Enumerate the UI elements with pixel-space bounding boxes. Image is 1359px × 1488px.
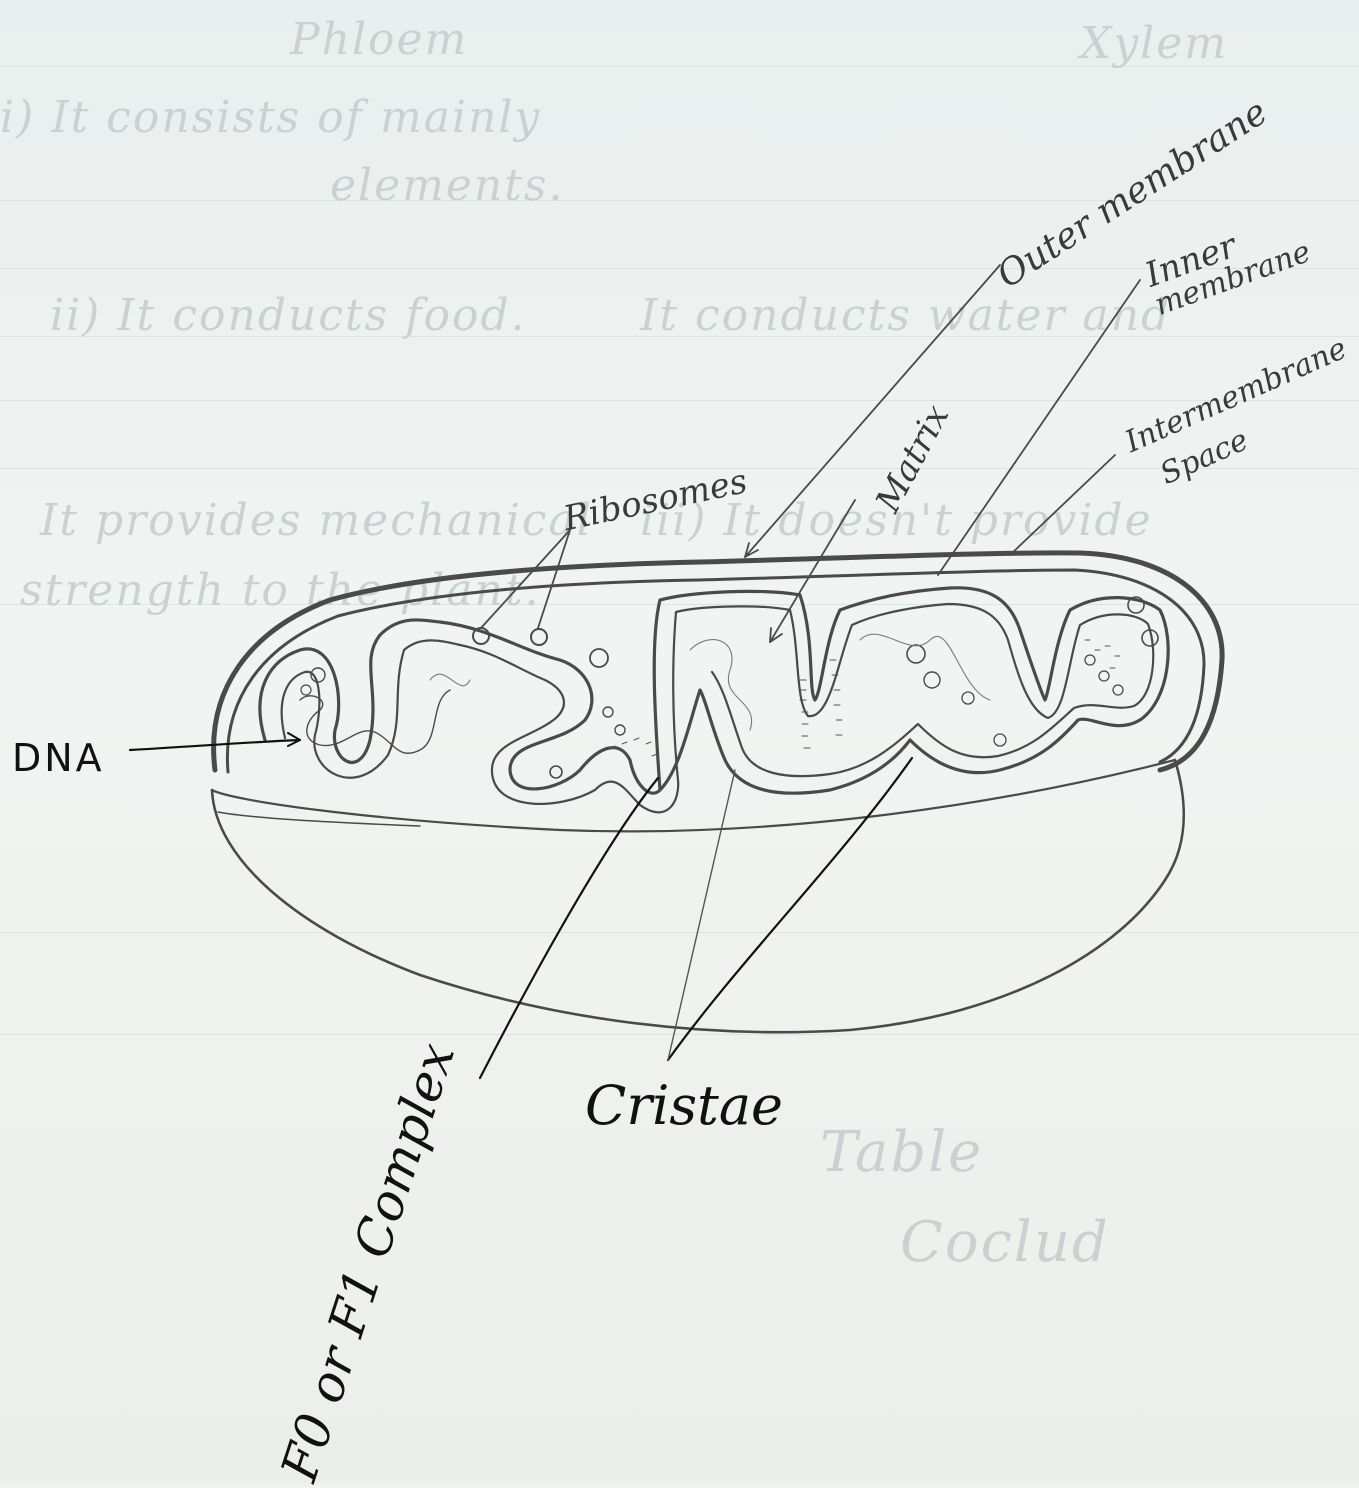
label-dna: DNA: [12, 736, 105, 780]
inner-membrane: [260, 588, 1168, 793]
outer-body: [212, 760, 1184, 1032]
leader-matrix: [770, 500, 855, 642]
leader-inner-membrane: [938, 280, 1140, 575]
leader-ribosome-2: [538, 530, 570, 628]
leader-cristae: [668, 758, 912, 1060]
leader-outer-membrane: [745, 265, 1000, 557]
dna-strand: [300, 690, 450, 753]
leader-ribosome-1: [481, 530, 570, 628]
label-cristae: Cristae: [585, 1074, 783, 1137]
leader-f0f1: [480, 778, 658, 1078]
leader-intermembrane: [1010, 455, 1115, 555]
